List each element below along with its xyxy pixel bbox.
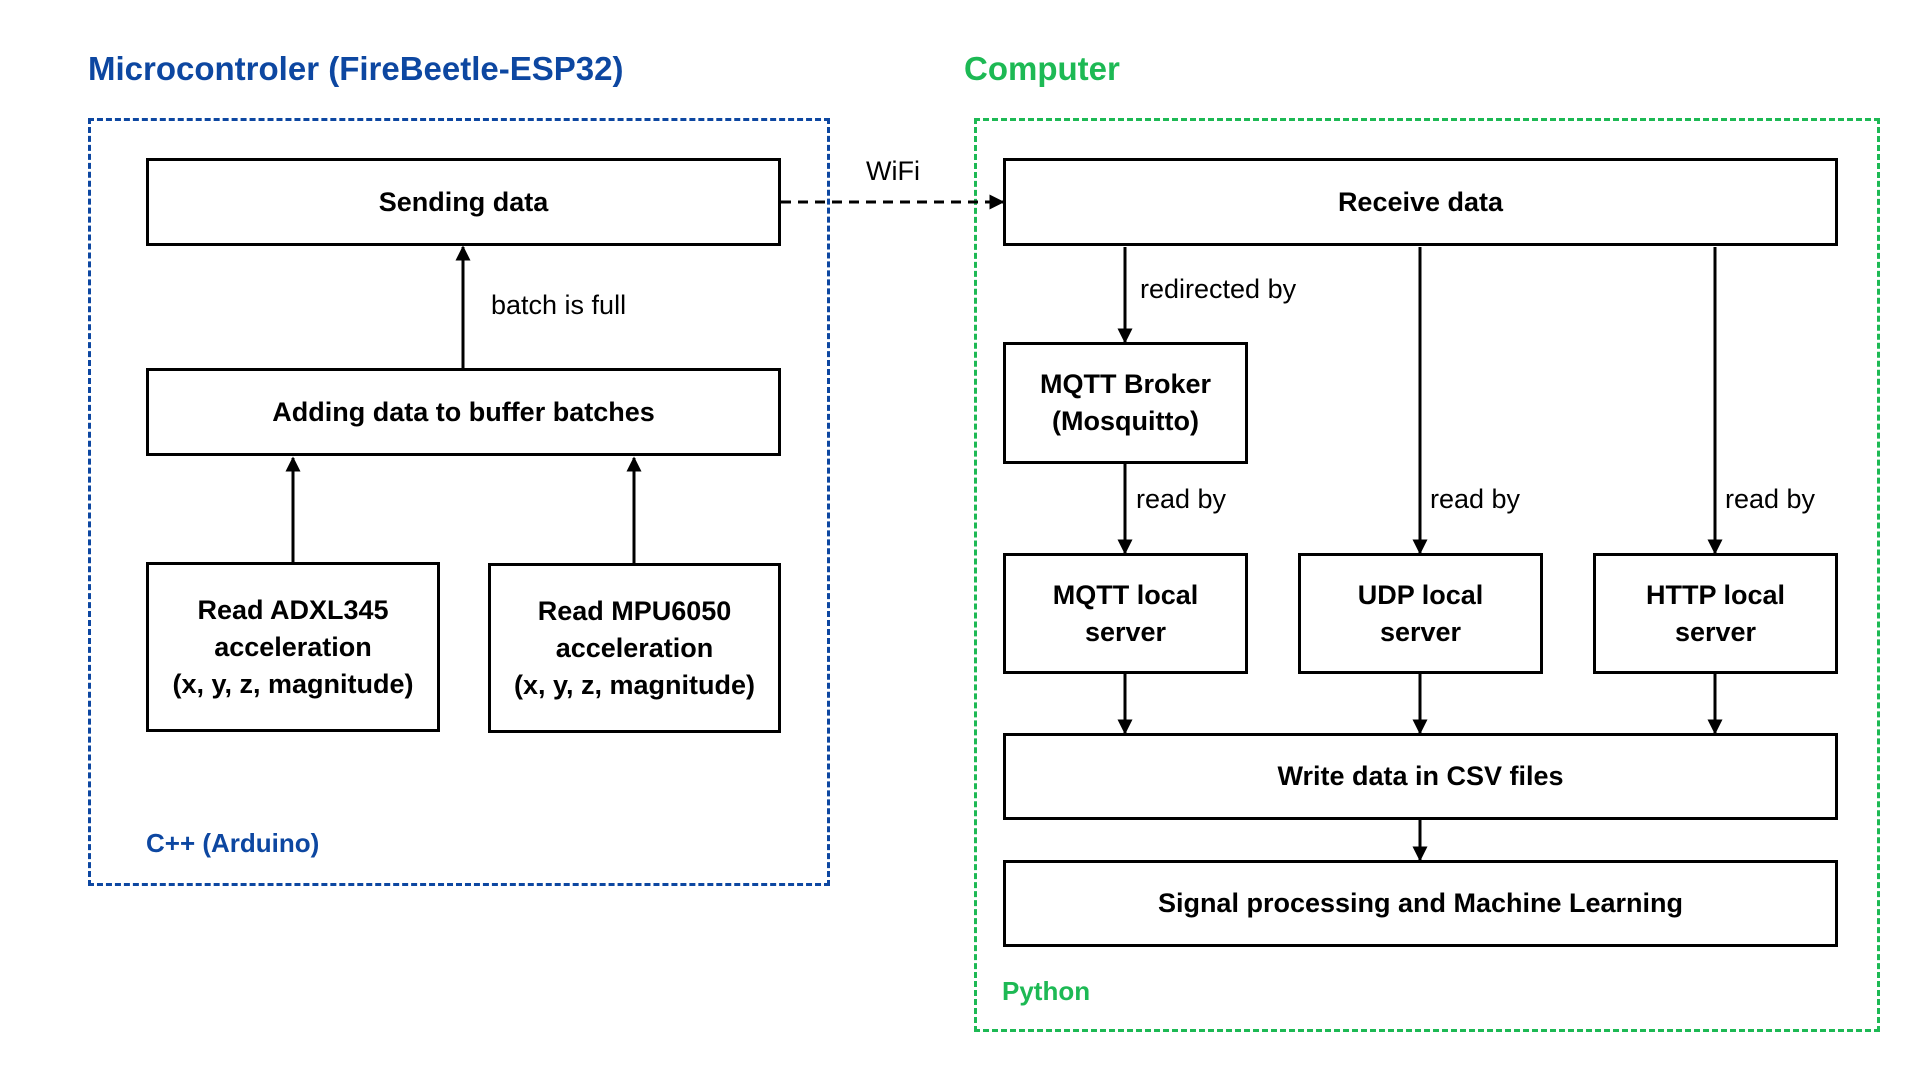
- mqtt-server-line2: server: [1084, 616, 1167, 647]
- signal-ml-text: Signal processing and Machine Learning: [1157, 888, 1684, 918]
- mqtt-broker-box: MQTT Broker (Mosquitto): [1003, 342, 1248, 464]
- wifi-label: WiFi: [866, 156, 920, 186]
- http-local-server-box: HTTP local server: [1593, 553, 1838, 674]
- http-server-line2: server: [1674, 616, 1757, 647]
- receive-data-box: Receive data: [1003, 158, 1838, 246]
- microcontroller-region: [88, 118, 830, 886]
- redirected-by-label: redirected by: [1140, 274, 1297, 304]
- adxl-line3: (x, y, z, magnitude): [172, 668, 414, 699]
- microcontroller-title: Microcontroler (FireBeetle-ESP32): [88, 50, 624, 87]
- computer-title: Computer: [964, 50, 1120, 87]
- adxl-line1: Read ADXL345: [197, 594, 389, 625]
- adding-data-box: Adding data to buffer batches: [146, 368, 781, 456]
- mqtt-local-server-box: MQTT local server: [1003, 553, 1248, 674]
- udp-server-line2: server: [1379, 616, 1462, 647]
- read-adxl345-box: Read ADXL345 acceleration (x, y, z, magn…: [146, 562, 440, 732]
- adxl-line2: acceleration: [214, 631, 372, 662]
- broker-line2: (Mosquitto): [1052, 406, 1199, 436]
- mpu-line2: acceleration: [555, 632, 714, 663]
- mpu-line1: Read MPU6050: [537, 595, 732, 626]
- computer-language-label: Python: [1002, 976, 1091, 1006]
- signal-ml-box: Signal processing and Machine Learning: [1003, 860, 1838, 947]
- sending-data-box: Sending data: [146, 158, 781, 246]
- batch-full-label: batch is full: [491, 290, 627, 320]
- computer-region: [974, 118, 1880, 1032]
- udp-server-line1: UDP local: [1357, 579, 1484, 610]
- read-mpu6050-box: Read MPU6050 acceleration (x, y, z, magn…: [488, 563, 781, 733]
- read-by-label-http: read by: [1725, 484, 1816, 514]
- udp-local-server-box: UDP local server: [1298, 553, 1543, 674]
- receive-data-text: Receive data: [1337, 186, 1504, 217]
- write-csv-box: Write data in CSV files: [1003, 733, 1838, 820]
- microcontroller-language-label: C++ (Arduino): [146, 828, 320, 858]
- write-csv-text: Write data in CSV files: [1277, 761, 1564, 791]
- broker-line1: MQTT Broker: [1039, 369, 1212, 399]
- read-by-label-mqtt: read by: [1136, 484, 1227, 514]
- mqtt-server-line1: MQTT local: [1052, 579, 1199, 610]
- sending-data-text: Sending data: [378, 186, 549, 217]
- mpu-line3: (x, y, z, magnitude): [513, 669, 756, 700]
- read-by-label-udp: read by: [1430, 484, 1521, 514]
- adding-data-text: Adding data to buffer batches: [272, 396, 655, 427]
- http-server-line1: HTTP local: [1645, 579, 1786, 610]
